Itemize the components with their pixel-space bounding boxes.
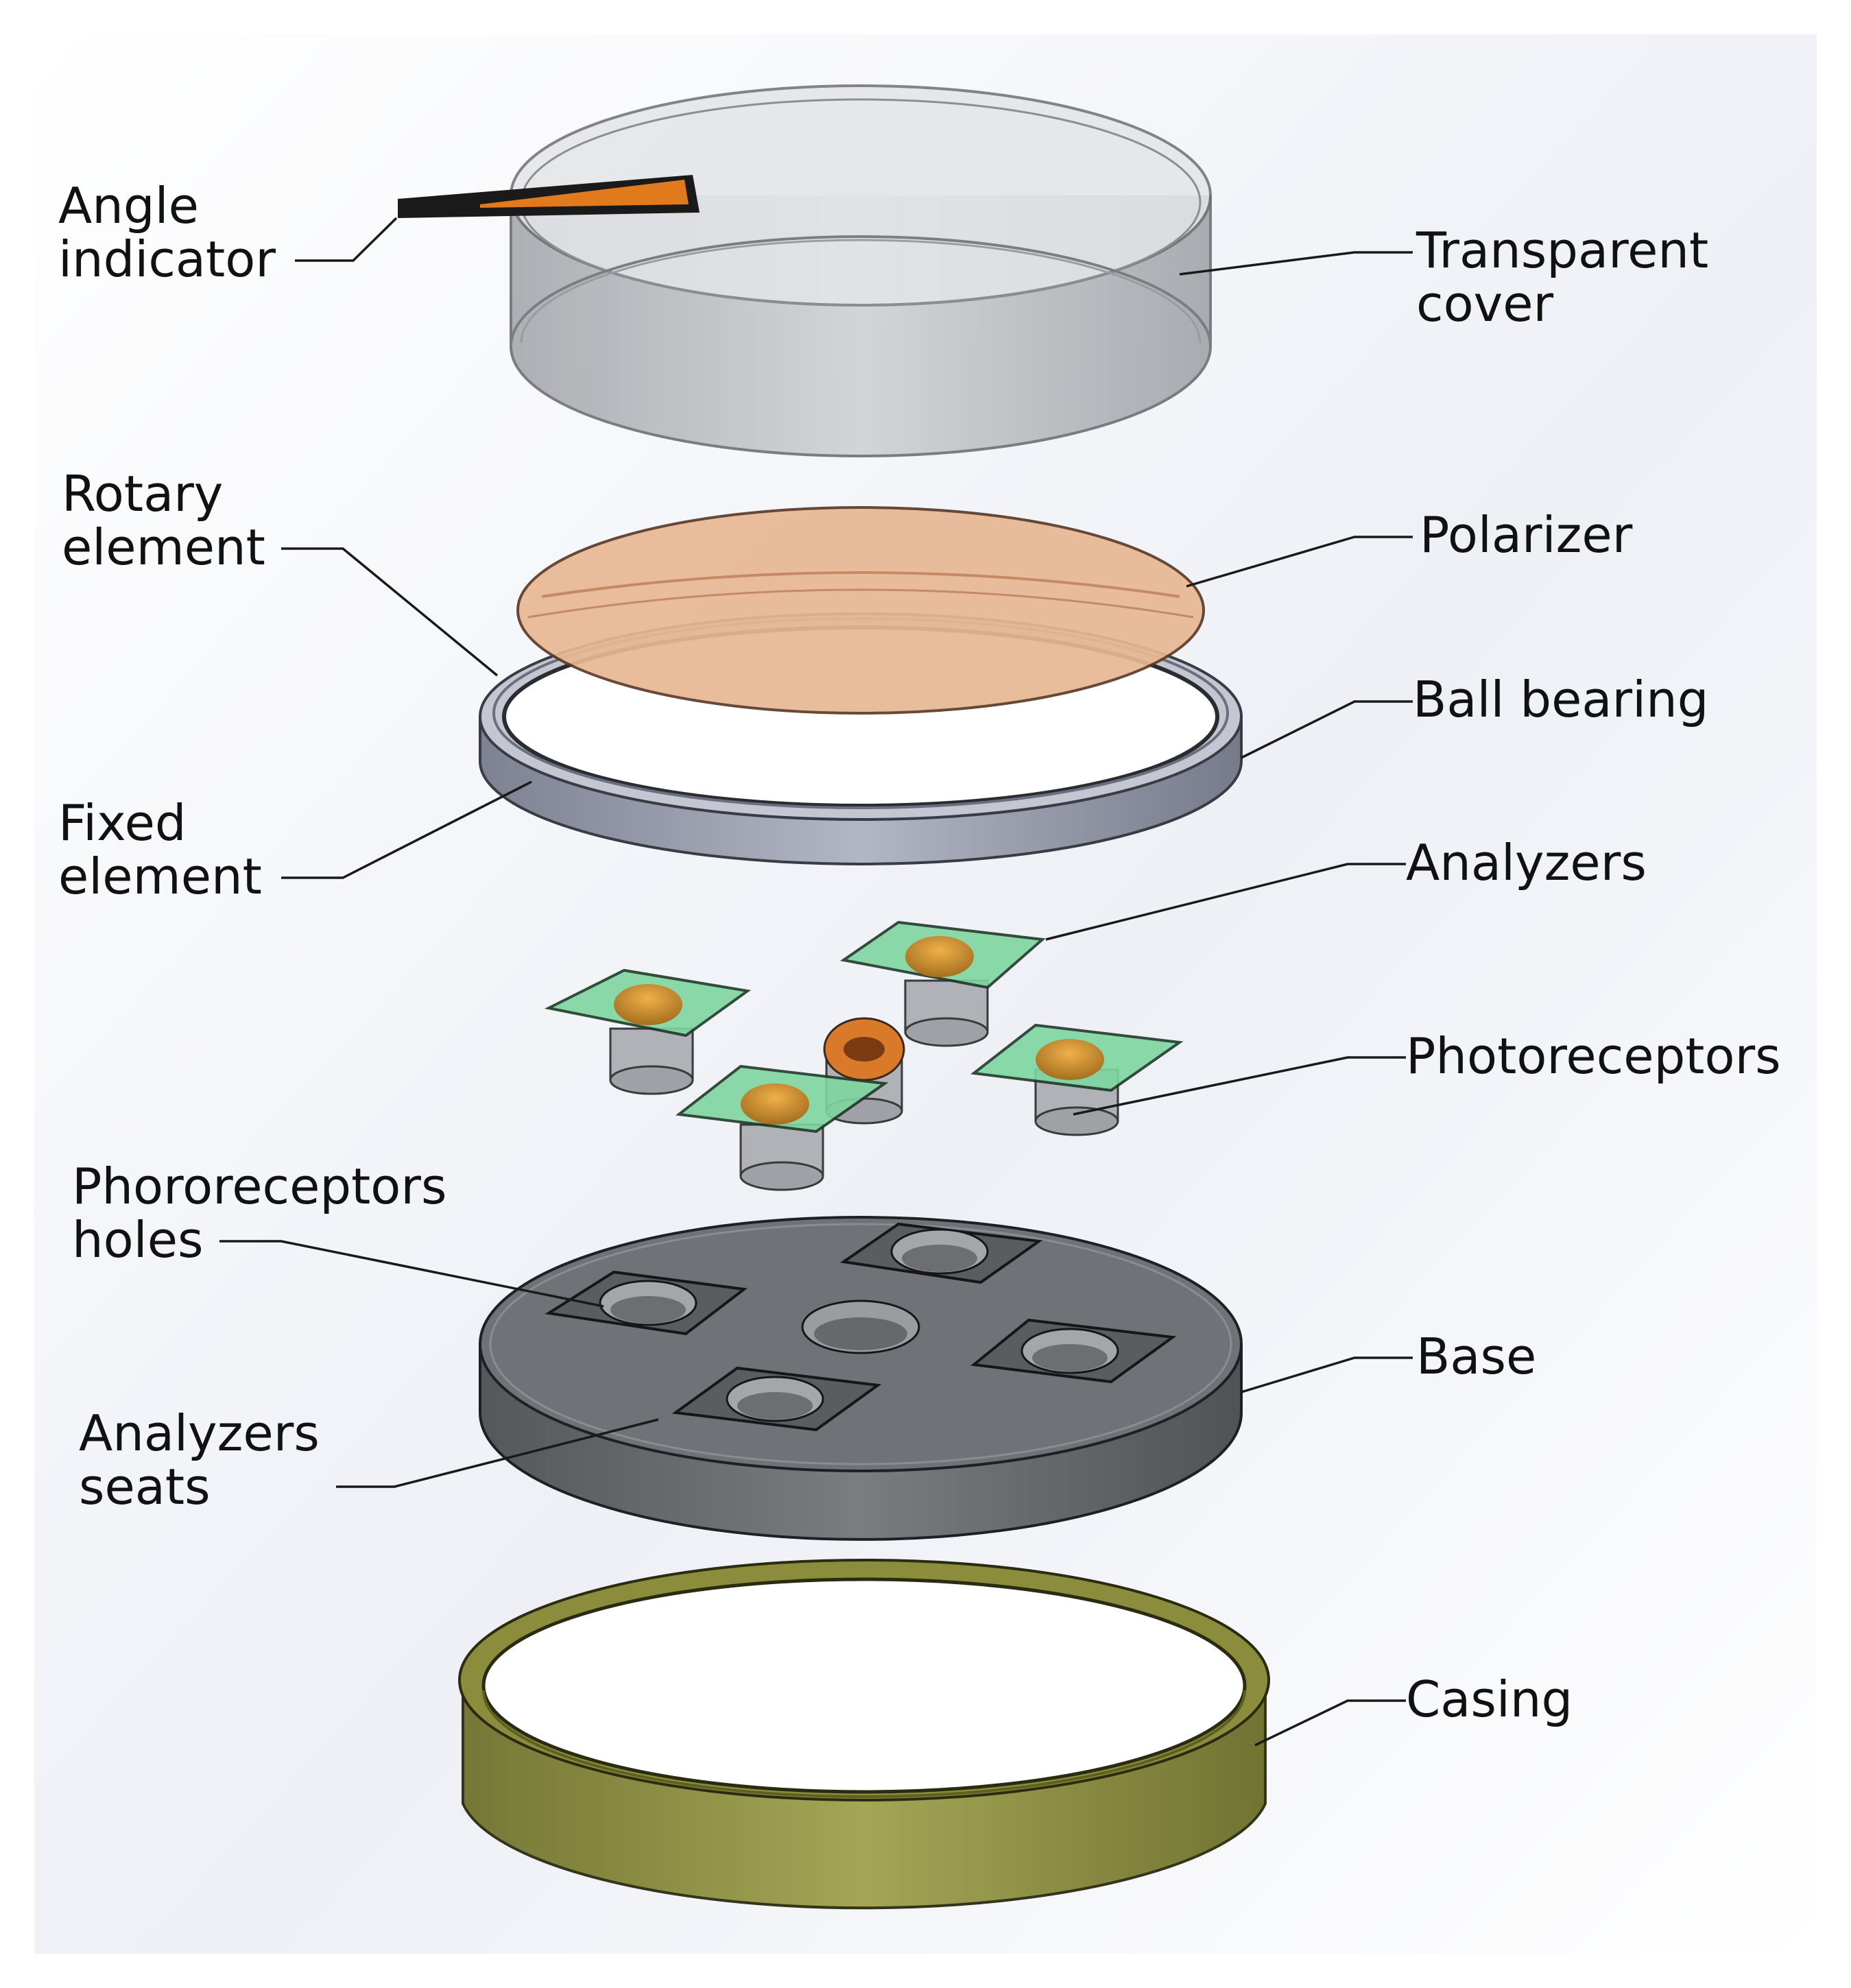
polarizer	[516, 506, 1205, 715]
label-photoreceptors: Photoreceptors	[1406, 1027, 1781, 1085]
label-analyzers-seats-line-1: Analyzers	[79, 1404, 320, 1462]
label-base: Base	[1416, 1328, 1536, 1385]
label-polarizer: Polarizer	[1420, 506, 1633, 564]
analyzer-seat-top	[839, 1222, 1043, 1284]
label-base-line-1: Base	[1416, 1328, 1536, 1385]
label-transparent-cover-line-1: Transparent	[1416, 221, 1708, 279]
analyzer-seat-bottom	[671, 1366, 882, 1432]
label-fixed-element-line-2: element	[58, 848, 262, 905]
label-angle-indicator-line-2: indicator	[58, 230, 276, 288]
label-photoreceptors-line-1: Photoreceptors	[1406, 1027, 1781, 1085]
leader-analyzers-seats	[336, 1418, 659, 1488]
label-ball-bearing: Ball bearing	[1413, 671, 1708, 728]
leader-casing	[1254, 1699, 1406, 1747]
leader-base	[1241, 1356, 1413, 1393]
leader-rotary-element	[281, 547, 499, 677]
casing	[458, 1559, 1270, 1910]
leader-polarizer	[1186, 536, 1413, 588]
leader-analyzers	[1045, 863, 1406, 941]
label-fixed-element-line-1: Fixed	[58, 794, 187, 852]
label-photoreceptor-holes-line-1: Phororeceptors	[72, 1158, 446, 1215]
leader-photoreceptors	[1073, 1056, 1406, 1116]
label-polarizer-line-1: Polarizer	[1420, 506, 1633, 564]
label-analyzers-seats-line-2: seats	[79, 1458, 211, 1516]
label-analyzers: Analyzers	[1406, 834, 1647, 891]
base	[479, 1216, 1243, 1541]
analyzer-seat-right	[970, 1318, 1177, 1384]
analyzer-photoreceptor-3	[675, 1064, 889, 1191]
label-transparent-cover-line-2: cover	[1416, 275, 1554, 333]
label-casing: Casing	[1406, 1670, 1573, 1728]
label-analyzers-line-1: Analyzers	[1406, 834, 1647, 891]
angle-indicator	[398, 175, 700, 218]
leader-photoreceptor-holes	[219, 1240, 604, 1308]
center-hole	[801, 1300, 920, 1354]
analyzer-seat-left	[545, 1270, 748, 1336]
leader-fixed-element	[281, 780, 532, 879]
leader-angle-indicator	[295, 217, 398, 262]
label-casing-line-1: Casing	[1406, 1670, 1573, 1728]
label-rotary-element-line-2: element	[62, 518, 265, 576]
label-angle-indicator-line-1: Angle	[58, 177, 199, 235]
leader-lines	[219, 217, 1413, 1747]
label-photoreceptor-holes-line-2: holes	[72, 1211, 204, 1269]
label-ball-bearing-line-1: Ball bearing	[1413, 671, 1708, 728]
leader-ball-bearing	[1241, 700, 1413, 759]
transparent-cover	[510, 84, 1212, 457]
analyzer-photoreceptor-2	[839, 920, 1046, 1047]
leader-transparent-cover	[1179, 251, 1413, 276]
analyzer-photoreceptor-1	[544, 968, 752, 1095]
label-rotary-element-line-1: Rotary	[62, 465, 223, 523]
